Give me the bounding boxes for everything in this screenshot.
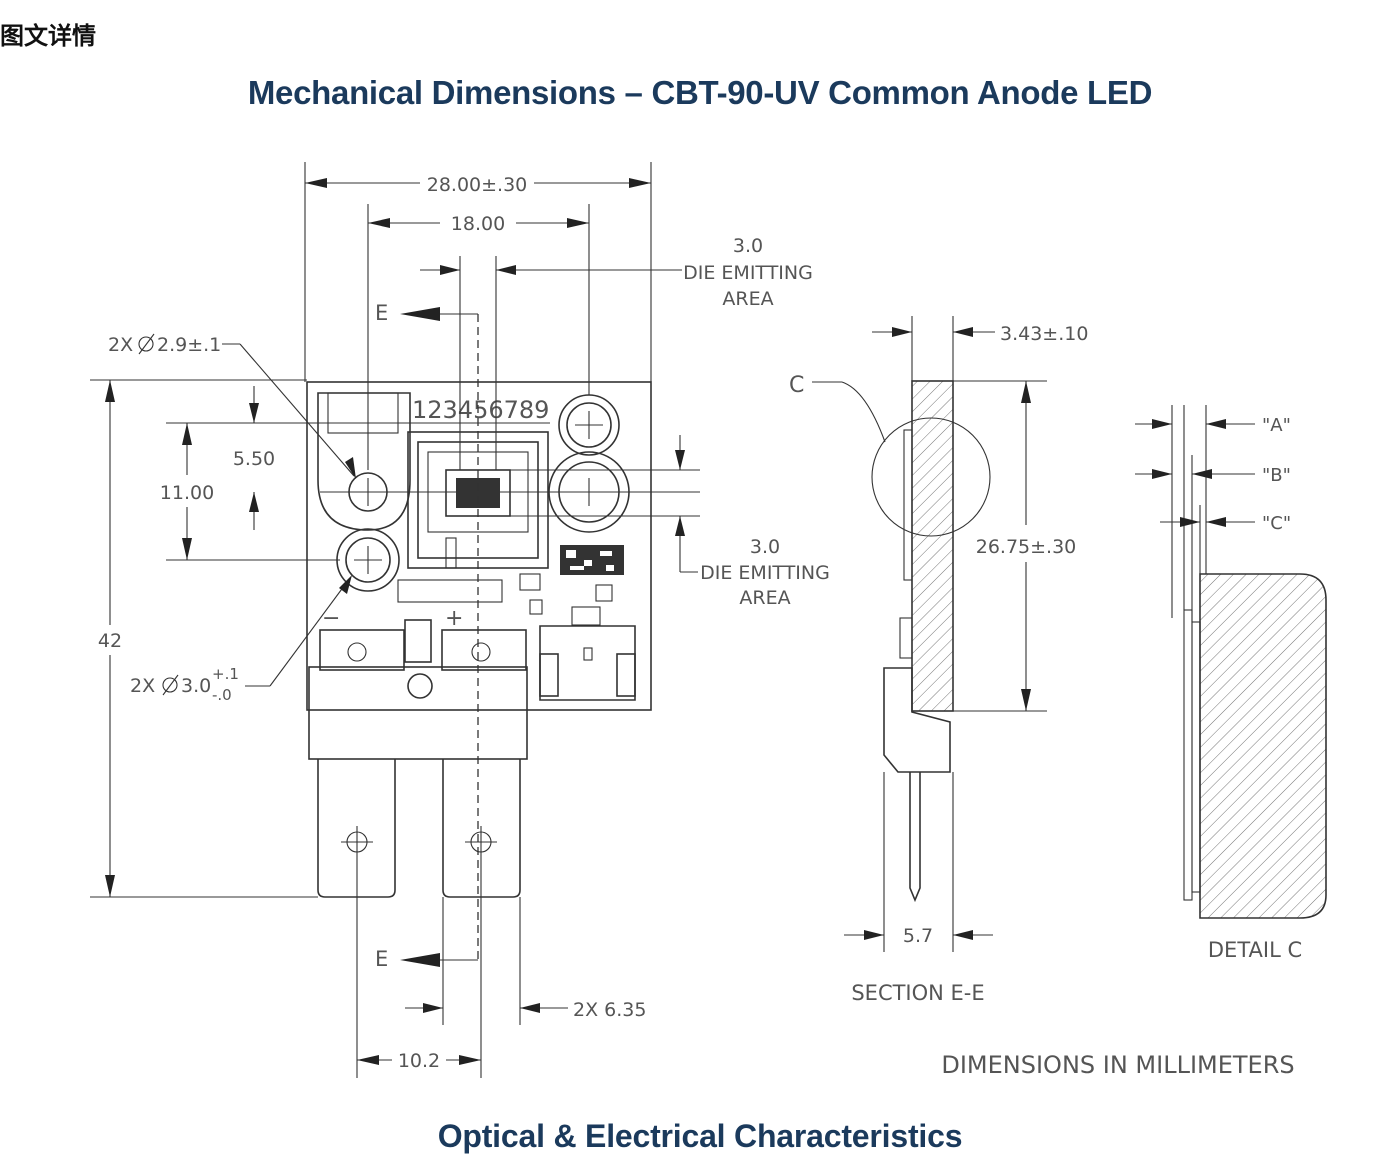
smd-part-3 [595, 584, 613, 602]
die-top-value: 3.0 [733, 235, 763, 257]
dim-die-top [420, 265, 682, 275]
hole-large-count: 2X [130, 675, 155, 697]
plus-mark: + [445, 606, 463, 631]
dim-overall-width-label: 28.00±.30 [427, 174, 528, 196]
minus-mark: − [322, 606, 340, 631]
detail-dim-c [1160, 517, 1255, 527]
smd-part-1 [519, 573, 541, 591]
dim-board-height-label: 26.75±.30 [976, 536, 1077, 558]
led-package [407, 431, 549, 569]
detail-circle [871, 417, 991, 537]
dim-height-label: 42 [98, 630, 122, 652]
label-pad [397, 579, 503, 603]
die-right-value: 3.0 [750, 536, 780, 558]
hole-small-right [558, 394, 620, 456]
detail-label-c: "C" [1262, 513, 1291, 534]
detail-board [1199, 573, 1327, 919]
detail-layer-b [1191, 621, 1201, 893]
section-view: C 3.43±.10 26.75±.30 [789, 316, 1088, 1005]
hole-large-size: 3.0 [181, 675, 211, 697]
connector-profile [883, 667, 951, 773]
hole-large-tol-minus: -.0 [212, 686, 232, 704]
dim-overall-width [304, 162, 652, 382]
dim-hole-spacing-label: 18.00 [451, 213, 505, 235]
section-line-e [400, 307, 479, 967]
section-mark-bottom: E [375, 947, 388, 971]
dim-tab-width-label: 2X 6.35 [573, 999, 646, 1021]
dim-tab-width [405, 897, 568, 1025]
qr-code [560, 545, 624, 575]
dim-tab-spacing [356, 858, 482, 1078]
board-outline [306, 381, 652, 711]
dim-11-00 [166, 422, 340, 561]
units-note: DIMENSIONS IN MILLIMETERS [941, 1051, 1294, 1079]
board-cross-section [911, 380, 954, 712]
diameter-symbol-small [138, 333, 155, 355]
wire-connector [539, 625, 636, 701]
drawing-title: Mechanical Dimensions – CBT-90-UV Common… [247, 74, 1153, 111]
dim-connector-depth [844, 772, 993, 952]
connector-pin [909, 772, 921, 903]
mounting-slot [317, 392, 411, 531]
die-right-line2: AREA [739, 587, 790, 609]
serial-number: 123456789 [412, 396, 549, 424]
detail-view: "A" "B" "C" DETAIL C [1135, 405, 1327, 962]
solder-pad [899, 617, 913, 659]
detail-layer-a [1183, 609, 1193, 901]
dim-board-height [953, 380, 1047, 712]
dim-connector-depth-label: 5.7 [903, 925, 933, 947]
die-right-line1: DIE EMITTING [700, 562, 830, 584]
smd-part-2 [529, 599, 543, 615]
dim-thickness-label: 3.43±.10 [1000, 323, 1088, 345]
dim-height [90, 379, 318, 898]
dim-5-50 [237, 386, 550, 530]
hole-small-count: 2X [108, 334, 133, 356]
detail-label-b: "B" [1262, 465, 1291, 486]
leader-hole-small [222, 343, 356, 479]
dim-die-right [500, 435, 700, 573]
detail-mark: C [789, 373, 804, 398]
dim-tab-spacing-label: 10.2 [398, 1050, 440, 1072]
detail-dim-a [1135, 419, 1255, 429]
detail-caption: DETAIL C [1208, 938, 1302, 962]
dim-5-50-label: 5.50 [233, 448, 275, 470]
slot-tab [327, 392, 399, 434]
dim-thickness [872, 316, 995, 381]
dim-hole-spacing [367, 204, 590, 470]
section-heading: Optical & Electrical Characteristics [437, 1118, 963, 1154]
detail-label-a: "A" [1262, 415, 1291, 436]
leader-hole-large [245, 575, 352, 687]
dim-11-00-label: 11.00 [160, 482, 214, 504]
diameter-symbol-large [162, 674, 179, 696]
detail-leader [812, 381, 886, 443]
die-top-line1: DIE EMITTING [683, 262, 813, 284]
terminal-housing [308, 619, 528, 760]
led-layer [903, 429, 913, 581]
detail-dim-b [1135, 469, 1255, 479]
smd-part-4 [571, 606, 601, 626]
die-top-line2: AREA [722, 288, 773, 310]
hole-large-tol-plus: +.1 [212, 665, 239, 683]
section-mark-top: E [375, 301, 388, 325]
front-view: 123456789 − + [90, 162, 830, 1078]
hole-small-size: 2.9±.1 [157, 334, 221, 356]
page-label: 图文详情 [0, 22, 96, 50]
hole-large-left [336, 528, 400, 592]
section-caption: SECTION E-E [851, 981, 984, 1005]
